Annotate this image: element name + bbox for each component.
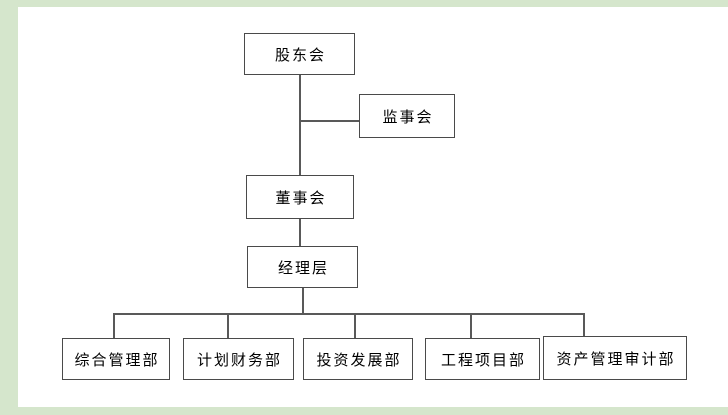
org-node-board: 董事会: [246, 175, 354, 219]
org-node-dept-investment: 投资发展部: [303, 338, 413, 380]
connector-drop-dept-project: [470, 313, 472, 339]
org-node-management: 经理层: [247, 246, 358, 288]
connector-shareholders-to-board: [299, 74, 301, 176]
org-node-supervisory: 监事会: [359, 94, 455, 138]
connector-branch-supervisory: [300, 120, 360, 122]
connector-department-bus: [113, 313, 584, 315]
connector-drop-dept-general: [113, 313, 115, 339]
org-node-dept-general: 综合管理部: [62, 338, 170, 380]
org-node-dept-audit: 资产管理审计部: [543, 336, 687, 380]
connector-board-to-management: [299, 218, 301, 247]
connector-drop-dept-audit: [583, 313, 585, 337]
connector-drop-dept-finance: [227, 313, 229, 339]
org-node-dept-project: 工程项目部: [425, 338, 540, 380]
org-node-shareholders: 股东会: [244, 33, 355, 75]
org-node-dept-finance: 计划财务部: [183, 338, 294, 380]
connector-drop-dept-investment: [354, 313, 356, 339]
connector-management-to-bus: [302, 287, 304, 314]
